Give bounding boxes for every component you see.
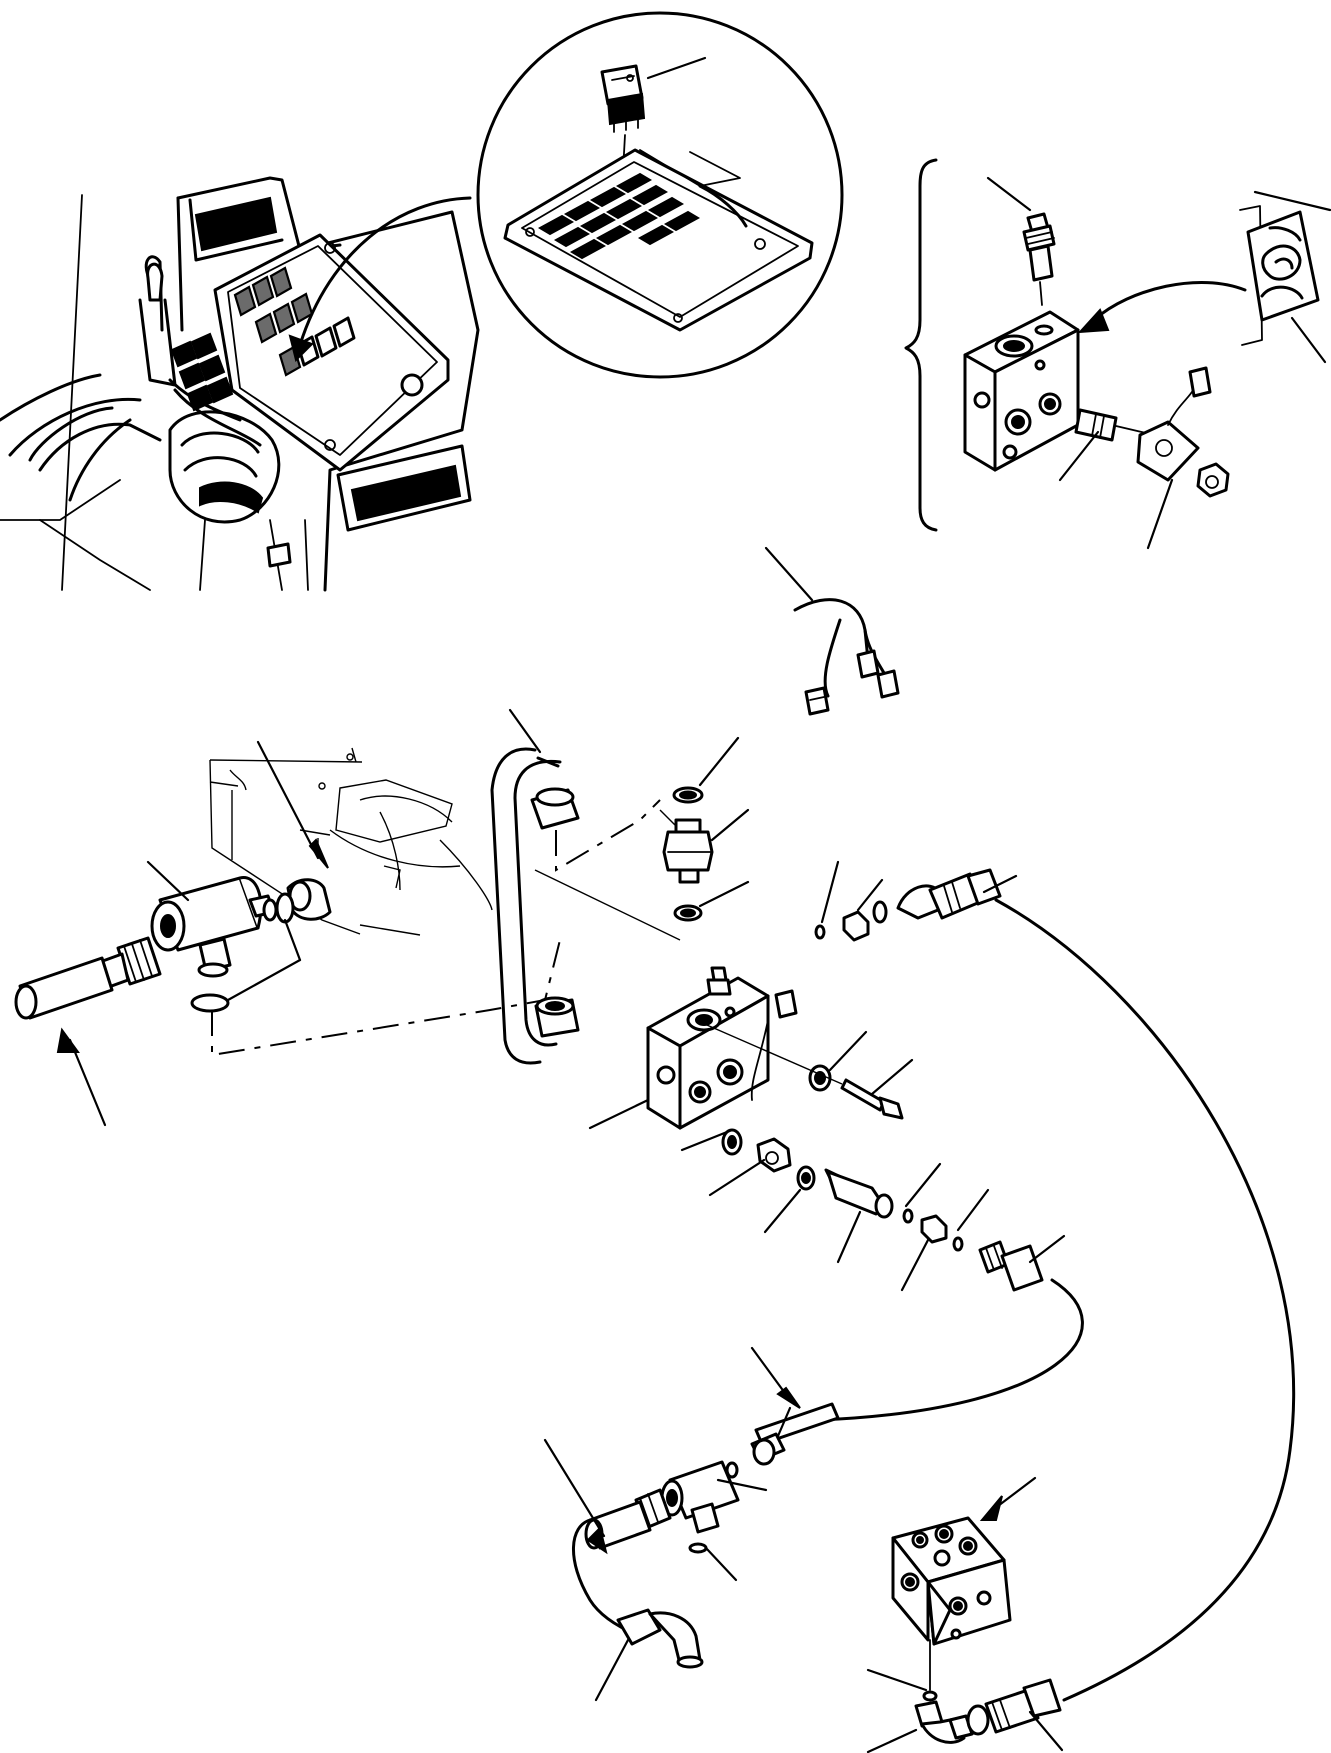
cab-console-view	[0, 176, 480, 592]
input-hose	[14, 936, 162, 1127]
main-valve-block	[588, 966, 798, 1130]
o-ring-tee-side	[275, 892, 295, 924]
detail-callout-arrow	[298, 196, 472, 347]
lever-switch-pack	[170, 332, 234, 412]
panel-switch-openings	[537, 172, 701, 260]
lower-fitting-row	[680, 1128, 1066, 1292]
rocker-switch	[600, 64, 646, 133]
bottom-fittings	[866, 1668, 1064, 1753]
rigid-tube	[490, 708, 580, 1065]
console-switch-cluster	[233, 266, 356, 377]
bolt-and-washer	[699, 1021, 914, 1120]
long-hose	[756, 898, 1296, 1702]
o-ring-tee-bottom	[190, 993, 230, 1013]
mounting-frame	[209, 740, 493, 936]
upper-fitting-stack	[662, 736, 750, 922]
switch-panel-detail	[476, 11, 844, 379]
valve-block-assembly-detail	[904, 158, 1331, 550]
tee-fitting	[146, 860, 278, 978]
inset-texture	[1260, 226, 1304, 300]
lower-tee-assembly	[543, 1346, 840, 1702]
wire-harness	[764, 546, 900, 716]
upper-elbow-hose	[814, 860, 1018, 942]
manifold-block	[891, 1476, 1037, 1691]
